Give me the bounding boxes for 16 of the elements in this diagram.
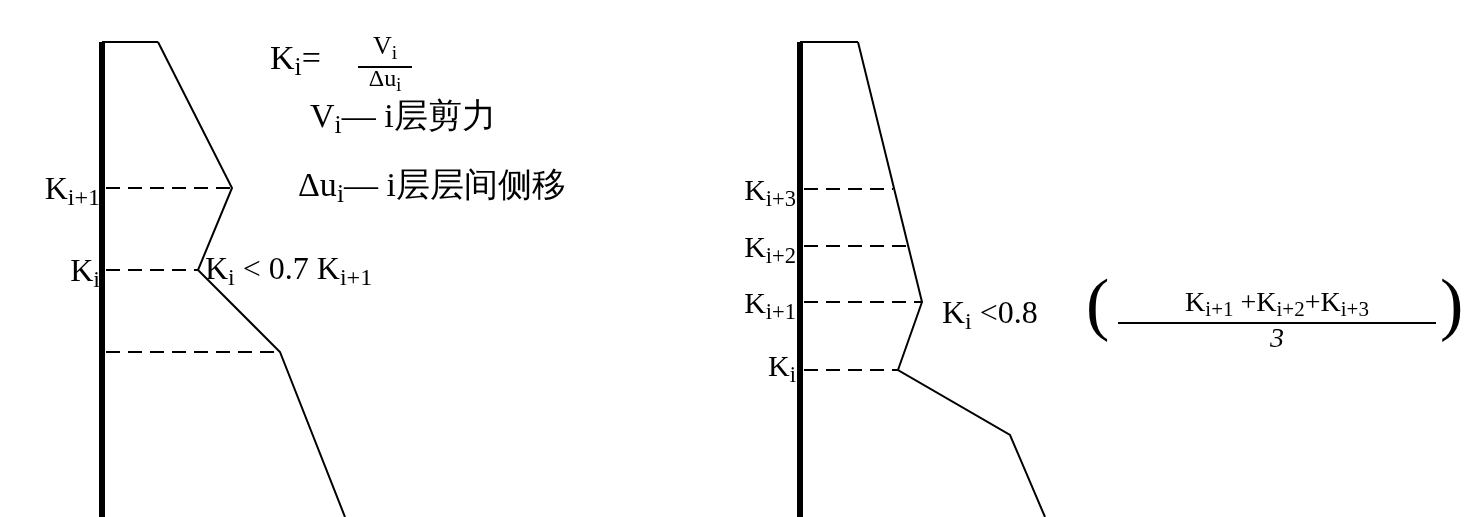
stiffness-label: K$_{i+2}$ — [743, 229, 796, 267]
stiffness-label: K$_{i+1}$ — [743, 285, 796, 323]
stiffness-label: K$_{i+1}$ — [43, 169, 100, 208]
stiffness-label: K$_{i}$ — [69, 251, 100, 290]
formula-term: K$_{i}$= — [270, 38, 321, 78]
condition-text: K$_{i}$ < 0.7 K$_{i+1}$ — [205, 249, 373, 288]
stiffness-label: K$_{i+3}$ — [743, 172, 796, 210]
condition-text: K$_{i}$ <0.8 — [942, 293, 1038, 332]
parenthesis: ) — [1440, 264, 1464, 344]
definition-text: Δu$_{i}$— i层层间侧移 — [298, 165, 566, 205]
parenthesis: ( — [1086, 264, 1110, 344]
fraction-denominator: 3 — [1269, 321, 1285, 355]
fraction-numerator: V$_{i}$ — [358, 26, 412, 68]
stiffness-label: K$_{i}$ — [767, 348, 796, 386]
fraction-numerator: K$_{i+1}$ +K$_{i+2}$+K$_{i+3}$ — [1118, 282, 1436, 324]
definition-text: V$_{i}$— i层剪力 — [310, 96, 496, 136]
